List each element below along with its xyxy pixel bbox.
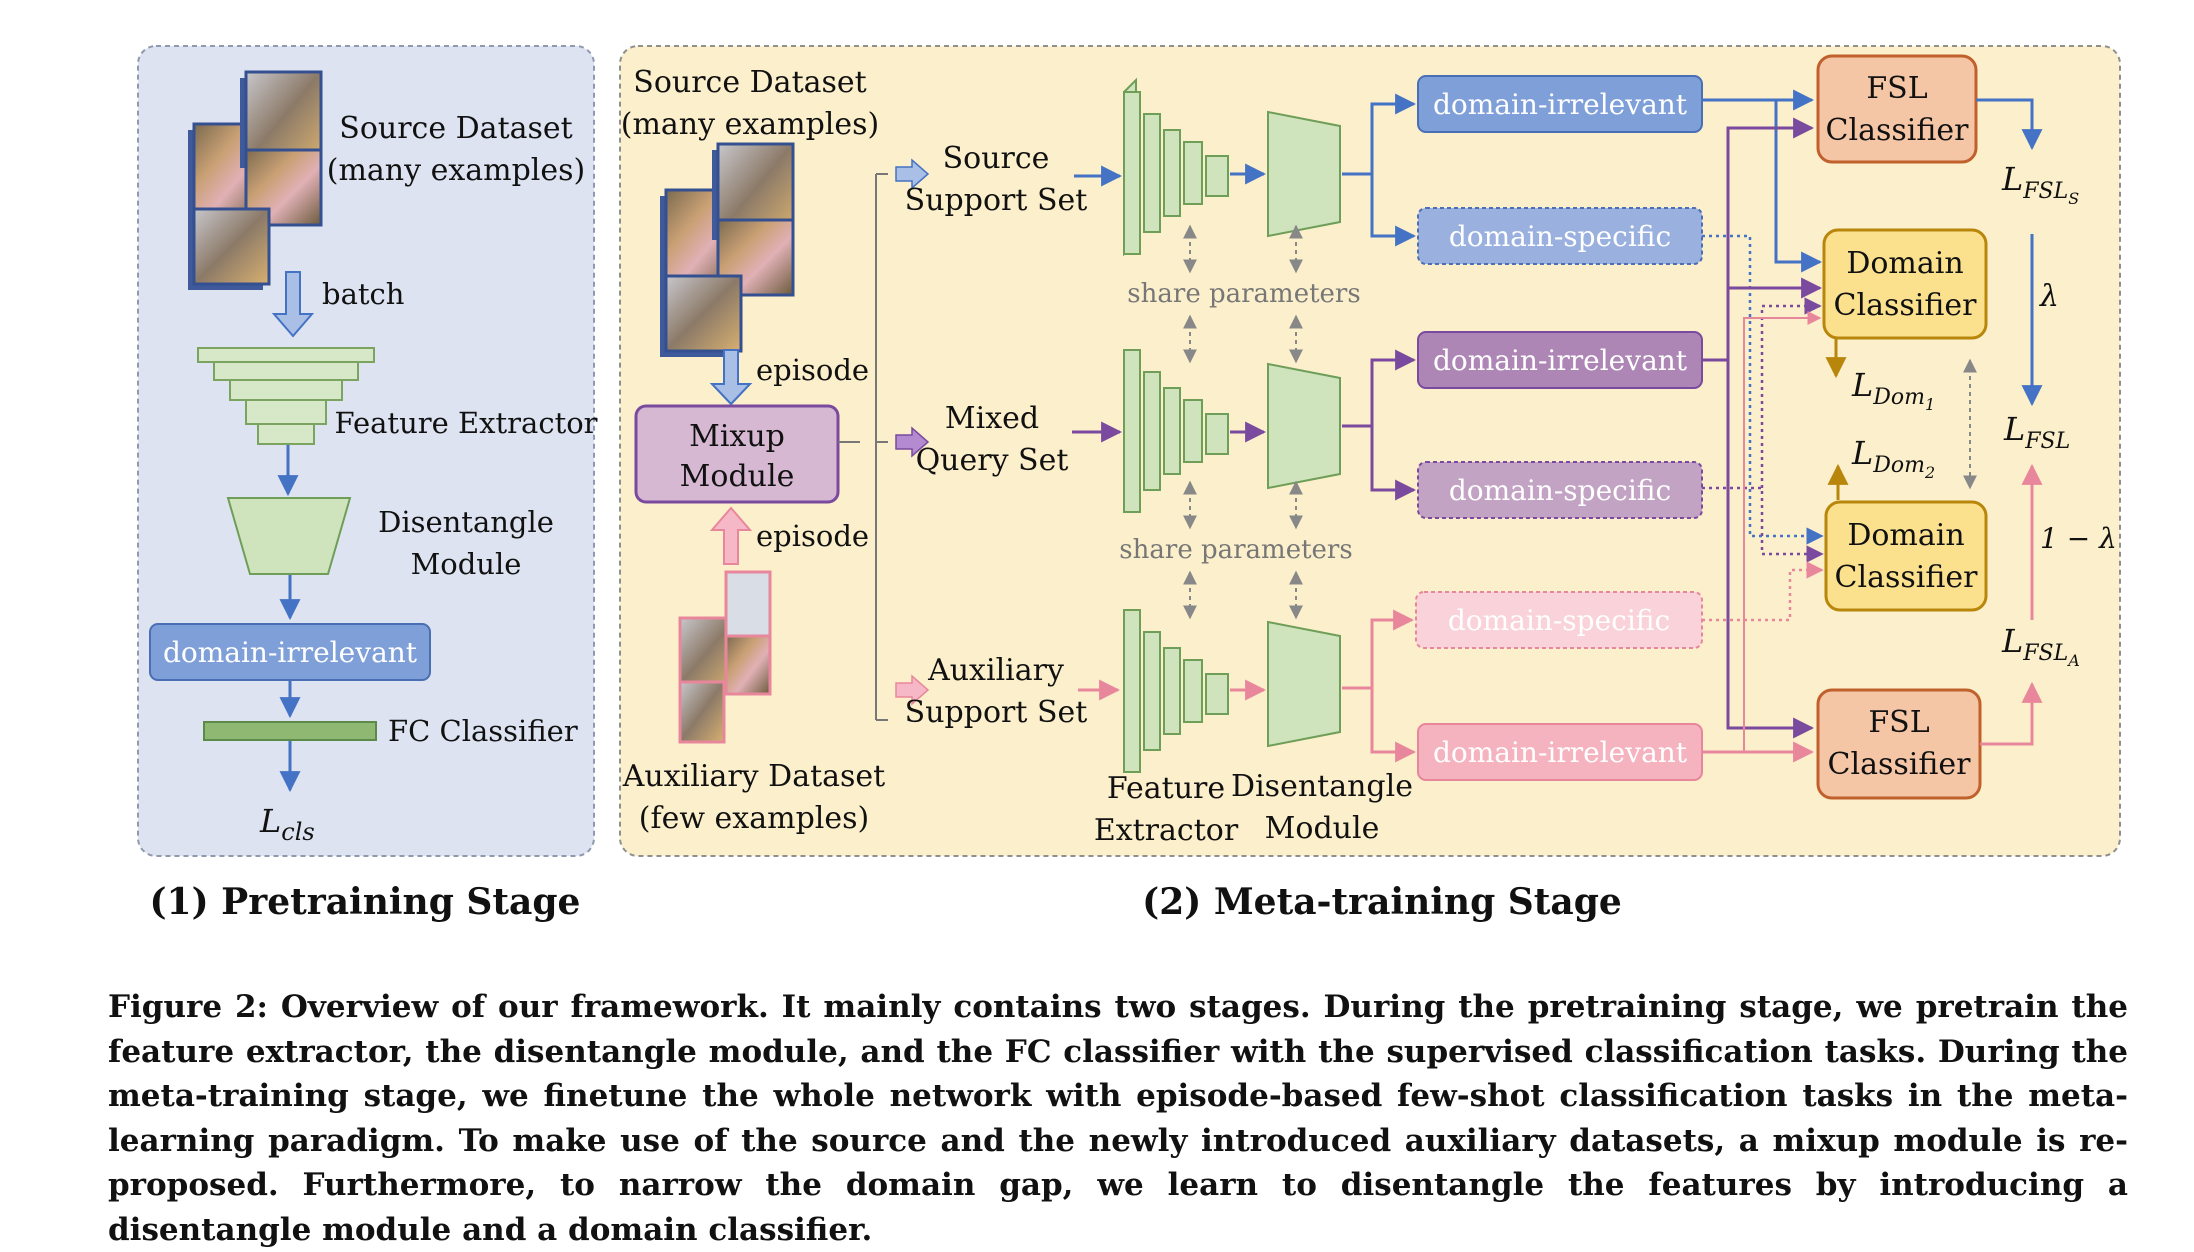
domain-classifier-1-line2: Classifier <box>1834 288 1978 323</box>
s1-disentangle-line1: Disentangle <box>378 505 554 539</box>
domain-classifier-2-line1: Domain <box>1847 518 1964 553</box>
s1-source-dataset-line1: Source Dataset <box>339 111 572 146</box>
mixup-module-line2: Module <box>680 459 795 494</box>
episode-arrow-up <box>709 506 753 565</box>
src-domain-specific-label: domain-specific <box>1449 220 1671 253</box>
disentangle-source <box>1267 110 1341 238</box>
src-domain-irrelevant-box <box>1417 75 1703 133</box>
s1-disentangle-line2: Module <box>411 547 522 581</box>
auxiliary-dataset-line1: Auxiliary Dataset <box>622 759 886 794</box>
s2-source-dataset-image-stack <box>660 142 795 357</box>
feature-extractor-source <box>1123 77 1229 257</box>
s2-disentangle-line1: Disentangle <box>1231 769 1413 804</box>
s2-source-dataset-line2: (many examples) <box>621 107 880 142</box>
fsl-classifier-top-line2: Classifier <box>1826 113 1970 148</box>
s1-domain-irrelevant-box <box>149 623 431 681</box>
disentangle-auxiliary <box>1267 620 1341 748</box>
s1-fc-classifier-label: FC Classifier <box>388 714 578 748</box>
mixed-query-arrow <box>895 426 930 458</box>
auxiliary-support-line1: Auxiliary <box>927 653 1064 688</box>
domain-classifier-2 <box>1824 500 1988 612</box>
domain-classifier-1-line1: Domain <box>1846 246 1963 281</box>
loss-dom-2: LDom2 <box>1851 434 1935 482</box>
loss-fsl-a: LFSLA <box>2001 622 2080 670</box>
s1-disentangle-shape <box>226 497 352 575</box>
auxiliary-dataset-line2: (few examples) <box>639 801 869 836</box>
fsl-classifier-bottom-line1: FSL <box>1868 705 1929 740</box>
source-support-line2: Support Set <box>905 183 1088 218</box>
disentangle-mixed <box>1267 362 1341 490</box>
s2-feature-extractor-line2: Extractor <box>1094 813 1239 848</box>
figure-caption: Figure 2: Overview of our framework. It … <box>108 989 2128 1248</box>
s1-feature-extractor-label: Feature Extractor <box>334 406 597 440</box>
fsl-classifier-top <box>1816 54 1978 164</box>
share-parameters-label-1: share parameters <box>1127 279 1360 309</box>
domain-classifier-2-line2: Classifier <box>1835 560 1979 595</box>
mixup-module-box <box>634 404 840 504</box>
aux-domain-irrelevant-label: domain-irrelevant <box>1433 736 1688 769</box>
domain-classifier-1 <box>1822 228 1988 340</box>
feature-extractor-auxiliary <box>1123 609 1229 773</box>
lambda-label: λ <box>2039 279 2059 314</box>
s2-source-dataset-line1: Source Dataset <box>633 65 866 100</box>
split-bracket <box>838 173 888 721</box>
loss-fsl-s: LFSLS <box>2001 160 2079 208</box>
share-parameters-label-2: share parameters <box>1119 535 1352 565</box>
src-domain-specific-box <box>1417 207 1703 265</box>
loss-cls: Lcls <box>259 802 315 846</box>
source-support-arrow <box>895 158 930 190</box>
meta-training-stage-title: (2) Meta-training Stage <box>1142 881 1622 923</box>
one-minus-lambda-label: 1 − λ <box>2040 522 2117 555</box>
s1-domain-irrelevant-label: domain-irrelevant <box>163 636 418 669</box>
episode-label-bottom: episode <box>756 519 869 553</box>
source-support-line1: Source <box>943 141 1050 176</box>
pretraining-stage-title: (1) Pretraining Stage <box>150 881 581 923</box>
episode-arrow-down <box>709 349 753 406</box>
batch-arrow <box>271 271 315 338</box>
auxiliary-support-line2: Support Set <box>905 695 1088 730</box>
s2-feature-extractor-line1: Feature <box>1107 771 1225 806</box>
source-dataset-image-stack <box>188 70 323 290</box>
s1-batch-label: batch <box>322 277 404 311</box>
mixup-module-line1: Mixup <box>689 419 785 454</box>
episode-label-top: episode <box>756 353 869 387</box>
auxiliary-support-arrow <box>895 674 930 706</box>
s1-fc-classifier-shape <box>203 721 377 741</box>
s2-disentangle-line2: Module <box>1265 811 1380 846</box>
mixed-query-line2: Query Set <box>916 443 1069 478</box>
mix-domain-specific-label: domain-specific <box>1449 474 1671 507</box>
auxiliary-dataset-image-stack <box>678 570 772 744</box>
aux-domain-specific-label: domain-specific <box>1448 604 1670 637</box>
fsl-classifier-top-line1: FSL <box>1866 71 1927 106</box>
s1-feature-extractor-shape <box>197 347 375 445</box>
src-domain-irrelevant-label: domain-irrelevant <box>1433 88 1688 121</box>
mix-domain-specific-box <box>1417 461 1703 519</box>
s1-source-dataset-line2: (many examples) <box>327 153 586 188</box>
mix-domain-irrelevant-label: domain-irrelevant <box>1433 344 1688 377</box>
loss-dom-1: LDom1 <box>1851 366 1935 414</box>
mixed-query-line1: Mixed <box>945 401 1039 436</box>
loss-fsl: LFSL <box>2003 410 2070 454</box>
feature-extractor-mixed <box>1123 349 1229 513</box>
fsl-classifier-bottom-line2: Classifier <box>1828 747 1972 782</box>
